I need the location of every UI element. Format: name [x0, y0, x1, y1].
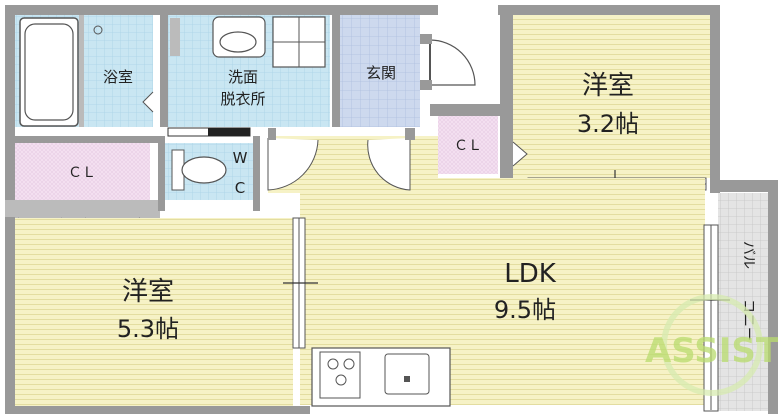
ldk-name: LDK [504, 259, 557, 289]
entrance: 玄関 [332, 15, 476, 127]
bedroom-small: 洋室 3.2帖 [500, 15, 710, 198]
ldk-size: 9.5帖 [494, 296, 556, 324]
entrance-label: 玄関 [366, 64, 396, 82]
balcony-label-1: バル [740, 241, 756, 269]
bedroom-large-name: 洋室 [122, 277, 174, 307]
wc-label-w: W [233, 149, 248, 167]
closet-left-label: ＣＬ [68, 165, 96, 181]
watermark-text: ASSIST [645, 331, 778, 371]
ldk: LDK 9.5帖 [267, 128, 705, 407]
bedroom-large: 洋室 5.3帖 [5, 217, 318, 414]
closet-center-label: ＣＬ [454, 138, 482, 154]
balcony: バル コニー [690, 180, 778, 414]
closet-left: ＣＬ [15, 143, 150, 233]
bedroom-small-name: 洋室 [582, 71, 634, 101]
closet-center: ＣＬ [430, 104, 528, 174]
bath-label: 浴室 [103, 68, 133, 86]
bedroom-large-size: 5.3帖 [117, 315, 179, 343]
bathroom: 浴室 [15, 15, 154, 127]
washroom: 洗面 脱衣所 [160, 15, 330, 137]
bedroom-small-size: 3.2帖 [577, 110, 639, 138]
wc: W C [158, 136, 260, 211]
watermark-logo: ASSIST [645, 294, 778, 396]
walls [5, 5, 720, 218]
washroom-label-1: 洗面 [228, 68, 258, 86]
washroom-label-2: 脱衣所 [220, 90, 265, 108]
wc-label-c: C [235, 179, 245, 197]
